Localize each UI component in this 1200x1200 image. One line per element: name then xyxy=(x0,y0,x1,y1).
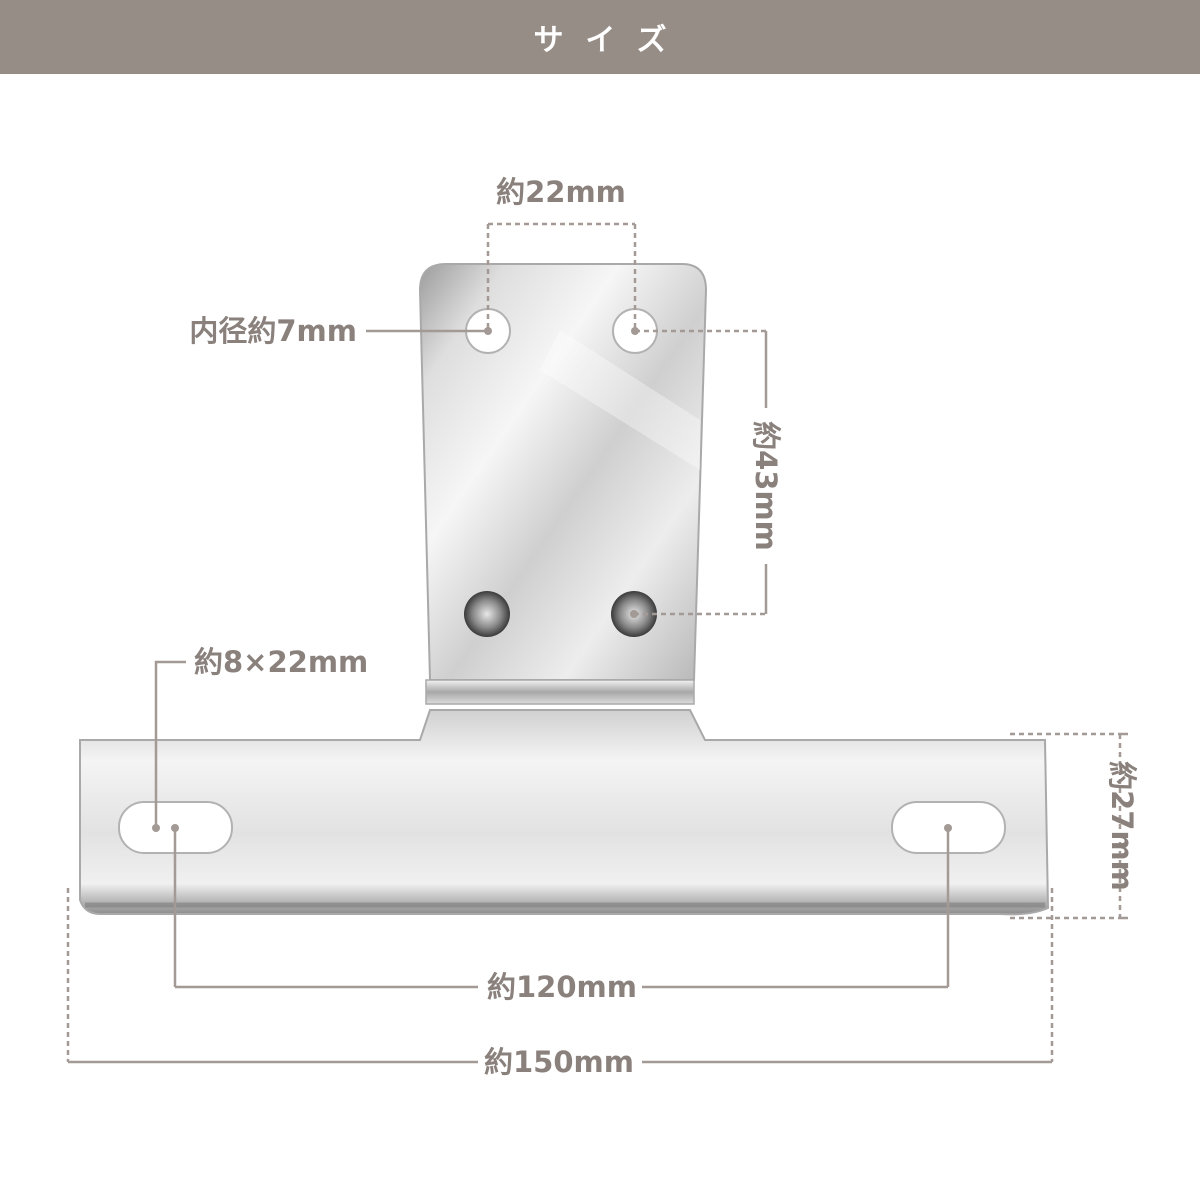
threaded-nut-left xyxy=(464,591,510,637)
vertical-plate xyxy=(418,263,708,705)
header-title: サイズ xyxy=(533,23,689,58)
hole-diameter-label: 内径約7mm xyxy=(189,314,357,348)
dimension-lines xyxy=(66,222,1128,1064)
plate-height-label: 約27mm xyxy=(1105,761,1139,891)
slot-spacing-label: 約120mm xyxy=(487,970,637,1004)
dimension-dots xyxy=(152,327,952,832)
top-hole-spacing-label: 約22mm xyxy=(496,175,626,209)
horizontal-plate xyxy=(79,709,1050,916)
slot-size-label: 約8×22mm xyxy=(194,645,368,679)
overall-width-label: 約150mm xyxy=(484,1045,634,1079)
header-bar: サイズ xyxy=(0,0,1200,74)
vertical-hole-spacing-label: 約43mm xyxy=(749,421,783,551)
